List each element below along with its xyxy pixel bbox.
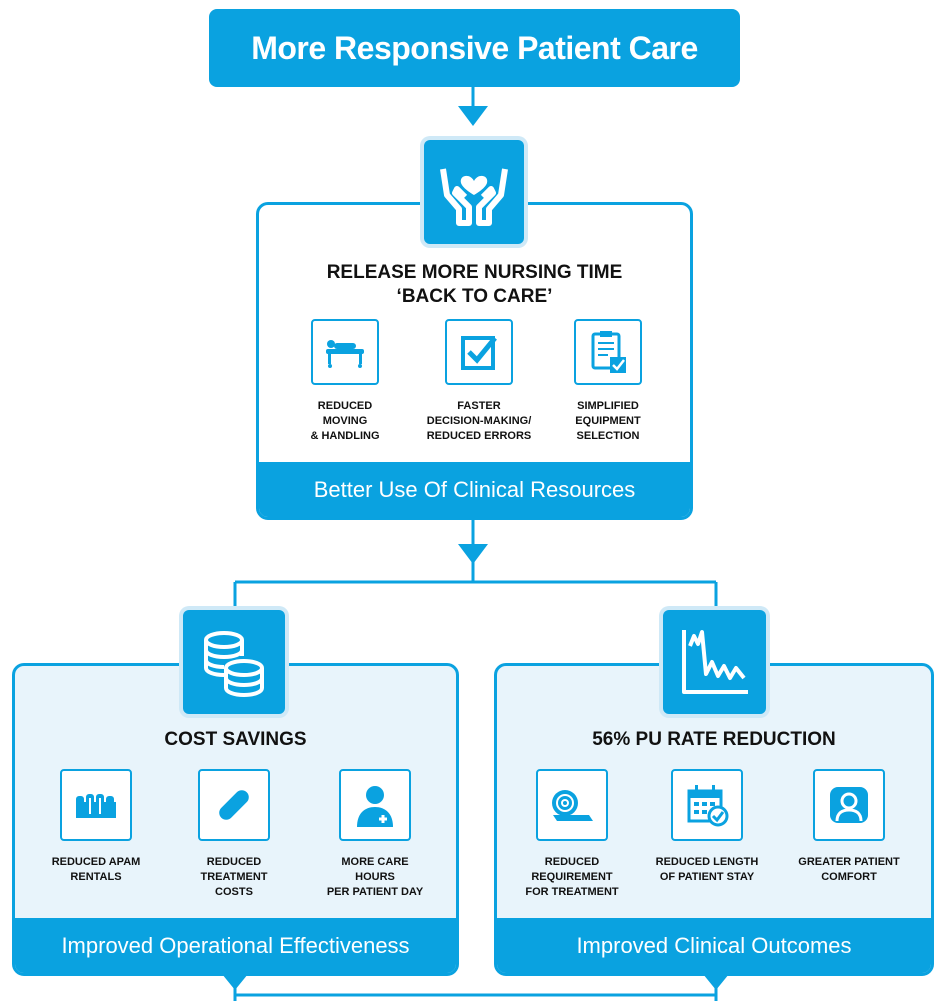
page-title: More Responsive Patient Care xyxy=(209,9,740,87)
patient-comfort-icon xyxy=(813,769,885,841)
left-item-2-caption: REDUCED TREATMENT COSTS xyxy=(200,856,268,898)
left-item-1-caption: REDUCED APAM RENTALS xyxy=(51,856,141,883)
top-heading-line-2: ‘BACK TO CARE’ xyxy=(396,286,553,307)
arrow-down-4 xyxy=(703,974,729,990)
top-item-1: REDUCED MOVING & HANDLING xyxy=(300,319,390,444)
top-item-3: SIMPLIFIED EQUIPMENT SELECTION xyxy=(561,319,655,444)
arrow-down-1 xyxy=(458,106,488,126)
left-item-3: MORE CARE HOURS PER PATIENT DAY xyxy=(315,769,435,900)
left-item-3-caption: MORE CARE HOURS PER PATIENT DAY xyxy=(326,856,424,898)
left-panel-footer: Improved Operational Effectiveness xyxy=(15,918,456,973)
checkbox-icon xyxy=(445,319,513,385)
top-item-3-caption: SIMPLIFIED EQUIPMENT SELECTION xyxy=(575,400,641,442)
right-item-3: GREATER PATIENT COMFORT xyxy=(789,769,909,885)
top-item-1-caption: REDUCED MOVING & HANDLING xyxy=(310,400,380,442)
checklist-icon xyxy=(574,319,642,385)
arrow-down-2 xyxy=(458,544,488,564)
right-item-2: REDUCED LENGTH OF PATIENT STAY xyxy=(647,769,767,885)
top-heading-line-1: RELEASE MORE NURSING TIME xyxy=(326,262,623,283)
top-item-2: FASTER DECISION-MAKING/ REDUCED ERRORS xyxy=(417,319,541,444)
declining-graph-icon xyxy=(663,610,766,714)
right-item-2-caption: REDUCED LENGTH OF PATIENT STAY xyxy=(655,856,759,883)
mattress-icon xyxy=(60,769,132,841)
patient-bed-icon xyxy=(311,319,379,385)
right-panel-heading: 56% PU RATE REDUCTION xyxy=(592,729,836,750)
coins-stack-icon xyxy=(183,610,285,714)
top-item-2-caption: FASTER DECISION-MAKING/ REDUCED ERRORS xyxy=(426,400,532,442)
rolled-dressing-icon xyxy=(536,769,608,841)
top-panel: RELEASE MORE NURSING TIME ‘BACK TO CARE’… xyxy=(256,202,693,520)
caring-hands-heart-icon xyxy=(424,140,524,244)
left-item-1: REDUCED APAM RENTALS xyxy=(41,769,151,885)
right-panel-footer: Improved Clinical Outcomes xyxy=(497,918,931,973)
nurse-icon xyxy=(339,769,411,841)
right-item-1-caption: REDUCED REQUIREMENT FOR TREATMENT xyxy=(525,856,619,898)
top-panel-heading: RELEASE MORE NURSING TIME ‘BACK TO CARE’ xyxy=(259,261,690,309)
left-panel-heading: COST SAVINGS xyxy=(164,729,307,750)
top-panel-footer: Better Use Of Clinical Resources xyxy=(259,462,690,517)
calendar-check-icon xyxy=(671,769,743,841)
bandage-icon xyxy=(198,769,270,841)
right-item-1: REDUCED REQUIREMENT FOR TREATMENT xyxy=(517,769,627,900)
right-item-3-caption: GREATER PATIENT COMFORT xyxy=(798,856,900,883)
arrow-down-3 xyxy=(222,974,248,990)
left-item-2: REDUCED TREATMENT COSTS xyxy=(179,769,289,900)
